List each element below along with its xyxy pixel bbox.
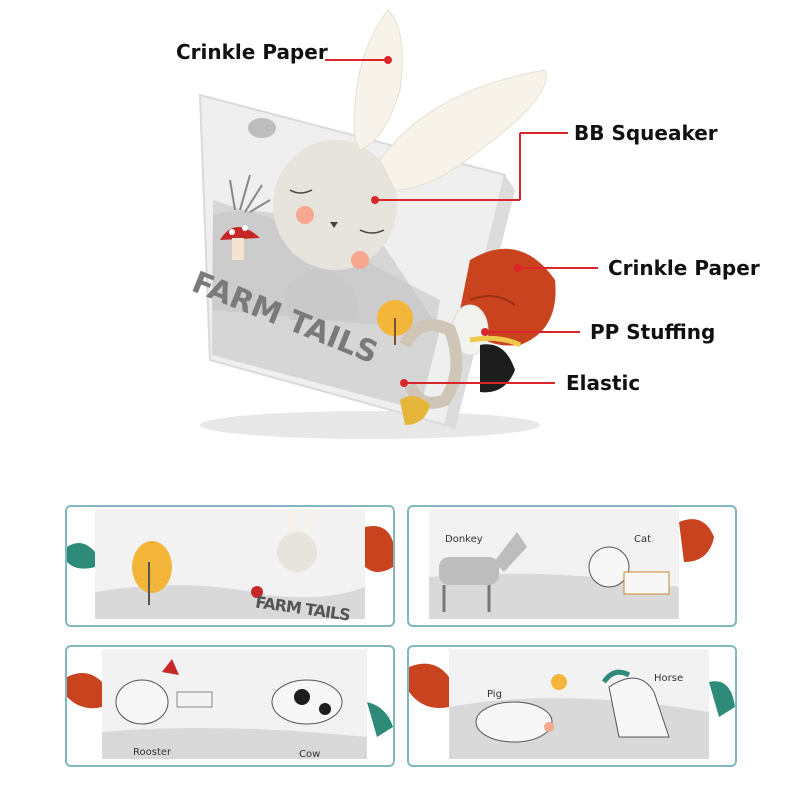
panel-2-art — [429, 509, 714, 619]
elastic-ring — [399, 319, 463, 425]
panel-4-label-pig: Pig — [487, 689, 502, 700]
callout-crinkle-paper-mid: Crinkle Paper — [608, 256, 760, 280]
callout-bb-squeaker: BB Squeaker — [574, 121, 718, 145]
panel-pig-horse-spread: Pig Horse — [407, 645, 737, 767]
callout-lines — [325, 56, 598, 387]
panel-3-label-rooster: Rooster — [133, 747, 172, 758]
panel-3-label-cow: Cow — [299, 749, 321, 760]
panel-rooster-cow-spread: Rooster Cow — [65, 645, 395, 767]
panel-1-art — [67, 508, 393, 619]
panel-2-label-donkey: Donkey — [445, 534, 483, 545]
callout-elastic: Elastic — [566, 371, 641, 395]
callout-crinkle-paper-top: Crinkle Paper — [176, 40, 328, 64]
callout-pp-stuffing: PP Stuffing — [590, 320, 716, 344]
rabbit-character — [273, 9, 547, 320]
book-shadow — [200, 411, 540, 439]
panel-donkey-cat-spread: Donkey Cat — [407, 505, 737, 627]
panel-2-label-cat: Cat — [634, 534, 652, 545]
panel-4-label-horse: Horse — [654, 673, 684, 684]
panel-3-art — [67, 649, 393, 759]
panel-4-art — [409, 649, 735, 759]
panel-farm-tails-spread: FARM TAILS — [65, 505, 395, 627]
crinkle-tail — [451, 248, 556, 393]
